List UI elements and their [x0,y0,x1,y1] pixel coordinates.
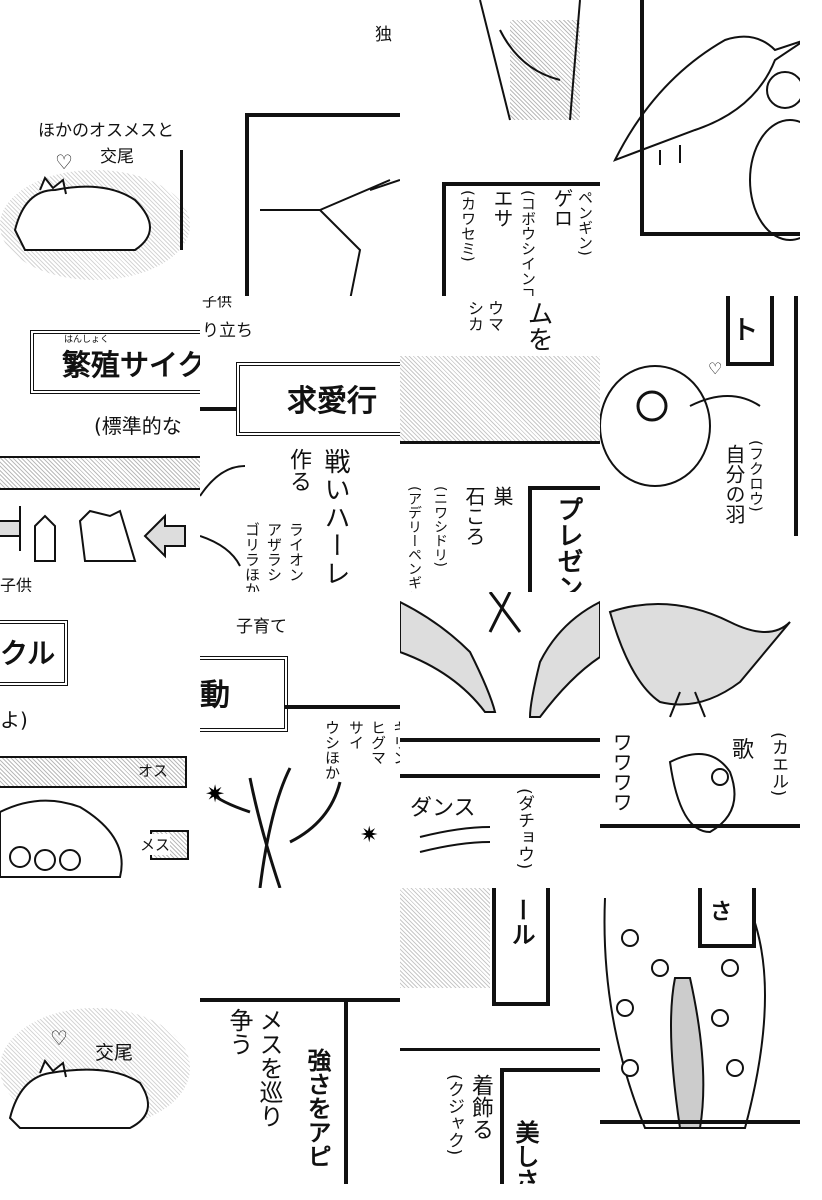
caption: 作る [286,448,311,492]
caption: エサ [490,188,514,228]
antlers-illustration: ✷✷ [205,767,378,888]
svg-text:✷: ✷ [205,780,225,808]
kingfisher-owl-illustration [612,35,800,241]
section-label: 強さをアピ [303,1048,331,1168]
bird-frog-illustration [608,603,791,834]
caption: アザラシ [265,522,283,582]
cats-illustration [13,176,151,251]
section-title: 動 [200,678,230,713]
mother-cat-kittens-illustration [0,799,123,878]
label-female: メス [140,834,171,855]
cats-mating-illustration [8,1059,149,1129]
heart-icon: ♡ [55,150,73,174]
caption: ダンス [410,796,476,821]
caption: 戦いハーレ [320,448,350,588]
tile-r0c2[interactable]: ペンギン) ゲロ (コボウシインコ) エサ (カワセミ) [400,0,600,296]
caption: 子供 [202,296,233,310]
caption: ペンギン) [576,190,594,256]
caption: 着飾る [468,1074,493,1140]
label-male: オス [138,762,169,780]
section-label: ト [732,316,759,346]
caption: 交尾 [95,1042,134,1064]
caption: (ニワシドリ) [432,486,448,567]
caption: 巣 [490,486,514,506]
ruby-text: はんしょく [64,335,110,345]
caption: キリン [391,720,400,765]
owl-illustration: ♡ [600,359,761,487]
giraffe-illustration [260,179,400,296]
caption: シカ [465,300,484,332]
tile-r3c1[interactable]: メスを巡り 争う 強さをアピ [200,888,400,1184]
caption: 歌 [732,738,755,763]
svg-text:✷: ✷ [360,823,378,848]
section-title: 繁殖サイク [62,348,200,382]
caption: サイ [347,720,365,750]
section-label: ール [507,898,535,946]
caption: ムを [523,300,553,352]
deer-fighting-illustration [400,592,600,853]
tile-r0c0[interactable]: ほかのオスメスと 交尾 ♡ [0,0,200,296]
tile-r2c2[interactable]: ダンス (ダチョウ) [400,592,600,888]
tile-r0c3[interactable] [600,0,800,296]
sound-effect: ワワワワ [609,732,633,812]
caption: 自分の羽 [722,444,746,524]
caption: ゴリラほか [243,522,261,592]
tile-r2c0[interactable]: クル よ) オス メス [0,592,200,888]
tile-r3c2[interactable]: ール 着飾る (クジャク) 美しさ [400,888,600,1184]
section-title: 求愛行 [287,384,377,419]
subtitle: (標準的な [94,414,182,438]
caption: 子供 [0,576,33,592]
tile-r1c3[interactable]: ト ♡ 自分の羽 (フクロウ) [600,296,800,592]
tile-r2c3[interactable]: ワワワワ 歌 (カエル) [600,592,800,888]
caption: ウシほか [323,720,341,780]
section-title: クル [0,637,56,670]
caption: (フクロウ) [747,440,765,512]
section-label: さ [710,900,733,925]
caption: ライオン [287,522,305,582]
caption: ほかのオスメスと [38,121,174,141]
caption: ウマ [485,300,504,332]
caption: (カワセミ) [459,190,477,262]
caption: (ダチョウ) [514,788,534,870]
caption: メスを巡り [255,1008,283,1128]
tile-r0c1[interactable]: 独 [200,0,400,296]
animal-sketch [200,465,246,567]
caption: ヒグマ [369,720,387,765]
tile-r2c1[interactable]: 子育て 動 ウシほか サイ ヒグマ キリン ✷✷ [200,592,400,888]
caption: 争う [225,1008,253,1056]
caption: 石ころ [462,486,486,546]
svg-text:♡: ♡ [708,359,722,378]
caption: 交尾 [100,147,134,167]
peacock-illustration [603,897,766,1129]
caption: 独 [375,25,392,45]
tile-r1c2[interactable]: ウマ シカ ムを 巣 石ころ (ニワシドリ) (アデリーペンギン) プレゼン [400,296,600,592]
tile-r3c0[interactable]: ♡ 交尾 [0,888,200,1184]
section-label: 美しさ [511,1120,539,1184]
tile-r1c1[interactable]: 子供 り立ち 求愛行 作る 戦いハーレ ライオン アザラシ ゴリラほか [200,296,400,592]
caption: (カエル) [768,732,788,797]
subtitle: よ) [0,708,28,732]
tile-r1c0[interactable]: はんしょく 繁殖サイク (標準的な 子供 [0,296,200,592]
caption: 子育て [236,617,287,637]
section-label: プレゼン [553,496,583,592]
caption: ゲロ [550,188,574,228]
caption: (コボウシインコ) [519,190,537,296]
heart-icon: ♡ [50,1026,68,1050]
giraffe-neck-illustration [479,0,581,121]
caption: (アデリーペンギン) [406,486,422,592]
cats-arrows-illustration [0,506,186,562]
tile-r3c3[interactable]: さ [600,888,800,1184]
caption: (クジャク) [444,1074,464,1156]
caption: り立ち [202,321,253,341]
